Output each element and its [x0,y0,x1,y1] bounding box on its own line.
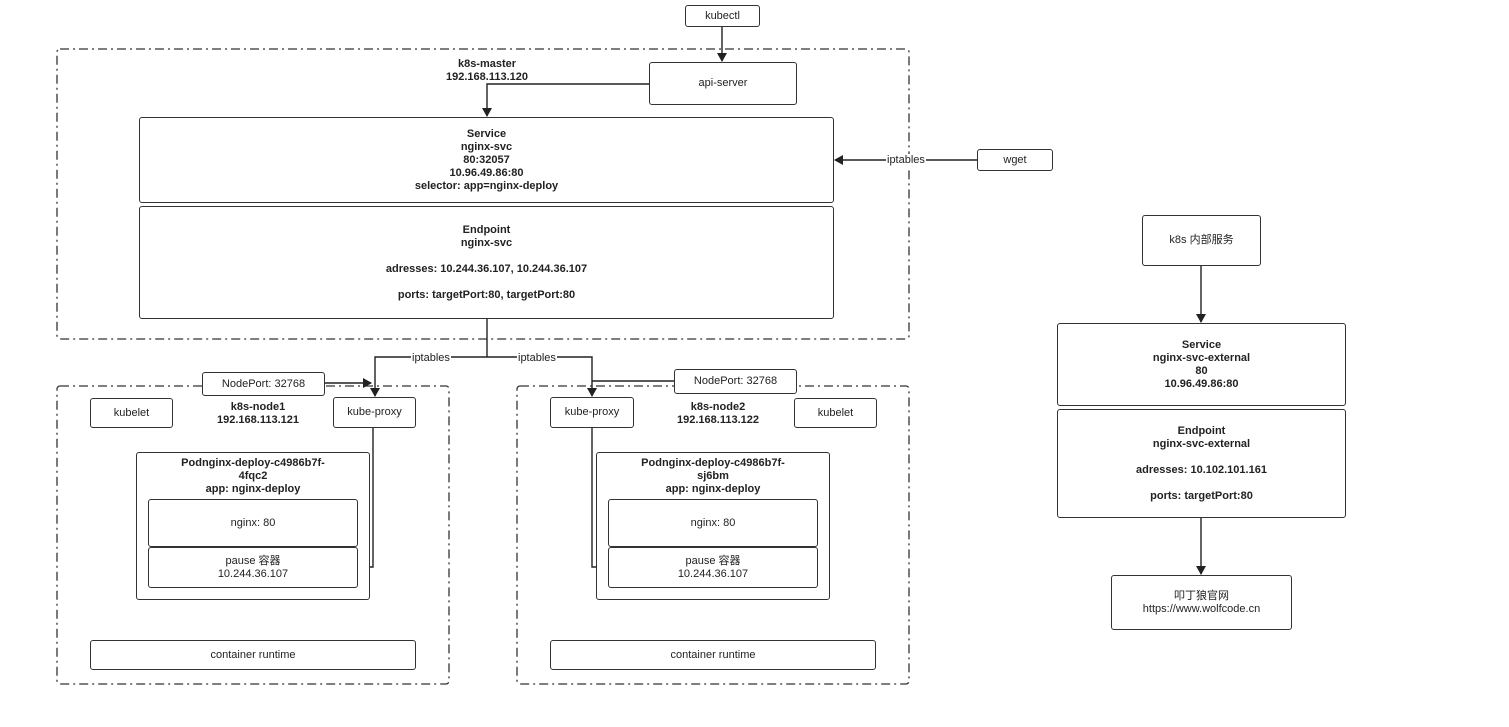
node2-kubelet: kubelet [817,406,854,419]
node2-pause-2: 10.244.36.107 [677,567,749,580]
iptables-label-node2: iptables [517,352,557,365]
node1-kubelet-box: kubelet [90,398,173,428]
node1-pod-name-1: Podnginx-deploy-c4986b7f- [181,457,325,469]
node1-nodeport-box: NodePort: 32768 [202,372,325,396]
node2-nginx-container: nginx: 80 [608,499,818,547]
wget-box: wget [977,149,1053,171]
node2-nodeport-box: NodePort: 32768 [674,369,797,394]
node1-pause-2: 10.244.36.107 [217,567,289,580]
node1-ip: 192.168.113.121 [217,414,299,426]
endpoint-addresses: adresses: 10.244.36.107, 10.244.36.107 [385,262,588,275]
service-title: Service [466,127,507,140]
service-box: Service nginx-svc 80:32057 10.96.49.86:8… [139,117,834,203]
node1-nodeport: NodePort: 32768 [221,377,306,390]
master-region-border [56,48,910,340]
node1-nginx: nginx: 80 [230,516,276,529]
node2-title: k8s-node2 192.168.113.122 [648,401,788,427]
ext-endpoint-addresses: adresses: 10.102.101.161 [1136,463,1267,476]
node1-kube-proxy: kube-proxy [347,406,402,418]
ext-service-port: 80 [1195,364,1208,377]
service-selector: selector: app=nginx-deploy [414,179,559,192]
node2-pod-name-1: Podnginx-deploy-c4986b7f- [641,457,785,469]
node1-title: k8s-node1 192.168.113.121 [188,401,328,427]
ext-service-cluster-ip: 10.96.49.86:80 [1164,377,1239,390]
node2-pause-1: pause 容器 [685,554,741,567]
node2-kube-proxy: kube-proxy [564,406,620,418]
service-name: nginx-svc [460,140,513,153]
endpoint-title: Endpoint [462,223,511,236]
node2-nginx: nginx: 80 [690,516,736,529]
master-name: k8s-master [457,58,517,70]
api-server-label: api-server [698,77,748,89]
node2-nodeport: NodePort: 32768 [693,375,778,387]
node2-kubelet-box: kubelet [794,398,877,428]
ext-endpoint-name: nginx-svc-external [1152,437,1251,450]
master-title: k8s-master 192.168.113.120 [407,58,567,84]
kubectl-box: kubectl [685,5,760,27]
ext-endpoint-title: Endpoint [1177,424,1226,437]
endpoint-name: nginx-svc [460,236,513,249]
ext-service-name: nginx-svc-external [1152,351,1251,364]
endpoint-ports: ports: targetPort:80, targetPort:80 [397,288,576,301]
endpoint-box: Endpoint nginx-svc adresses: 10.244.36.1… [139,206,834,319]
node2-runtime-box: container runtime [550,640,876,670]
node2-pod-name-2: sj6bm [697,470,729,482]
node2-kube-proxy-box: kube-proxy [550,397,634,428]
node2-name: k8s-node2 [690,401,746,413]
internal-service-label: k8s 内部服务 [1169,234,1234,246]
node1-runtime: container runtime [210,648,296,661]
node1-kubelet: kubelet [113,406,150,419]
node2-pause-container: pause 容器 10.244.36.107 [608,547,818,588]
service-cluster-ip: 10.96.49.86:80 [449,166,524,179]
node2-pod-label: app: nginx-deploy [665,483,761,495]
arrow-apiserver-to-service [482,83,649,117]
node2-runtime: container runtime [670,648,756,661]
ext-service-title: Service [1181,338,1222,351]
node1-runtime-box: container runtime [90,640,416,670]
ext-endpoint-box: Endpoint nginx-svc-external adresses: 10… [1057,409,1346,518]
iptables-label-node1: iptables [411,352,451,365]
external-site-box: 叩丁狼官网 https://www.wolfcode.cn [1111,575,1292,630]
kubectl-label: kubectl [705,9,740,22]
ext-service-box: Service nginx-svc-external 80 10.96.49.8… [1057,323,1346,406]
node1-name: k8s-node1 [230,401,286,413]
node2-ip: 192.168.113.122 [677,414,759,426]
external-site-url: https://www.wolfcode.cn [1142,602,1261,615]
node1-nginx-container: nginx: 80 [148,499,358,547]
ext-endpoint-ports: ports: targetPort:80 [1150,489,1253,502]
master-ip: 192.168.113.120 [446,71,528,83]
node1-kube-proxy-box: kube-proxy [333,397,416,428]
external-site-name: 叩丁狼官网 [1174,589,1229,602]
node1-pod-label: app: nginx-deploy [205,483,301,495]
node1-pause-1: pause 容器 [225,554,281,567]
node1-pod-name-2: 4fqc2 [238,470,268,482]
service-ports: 80:32057 [463,153,510,166]
iptables-label-wget: iptables [886,154,926,167]
internal-service-box: k8s 内部服务 [1142,215,1261,266]
api-server-box: api-server [649,62,797,105]
wget-label: wget [1003,153,1027,166]
node1-pause-container: pause 容器 10.244.36.107 [148,547,358,588]
